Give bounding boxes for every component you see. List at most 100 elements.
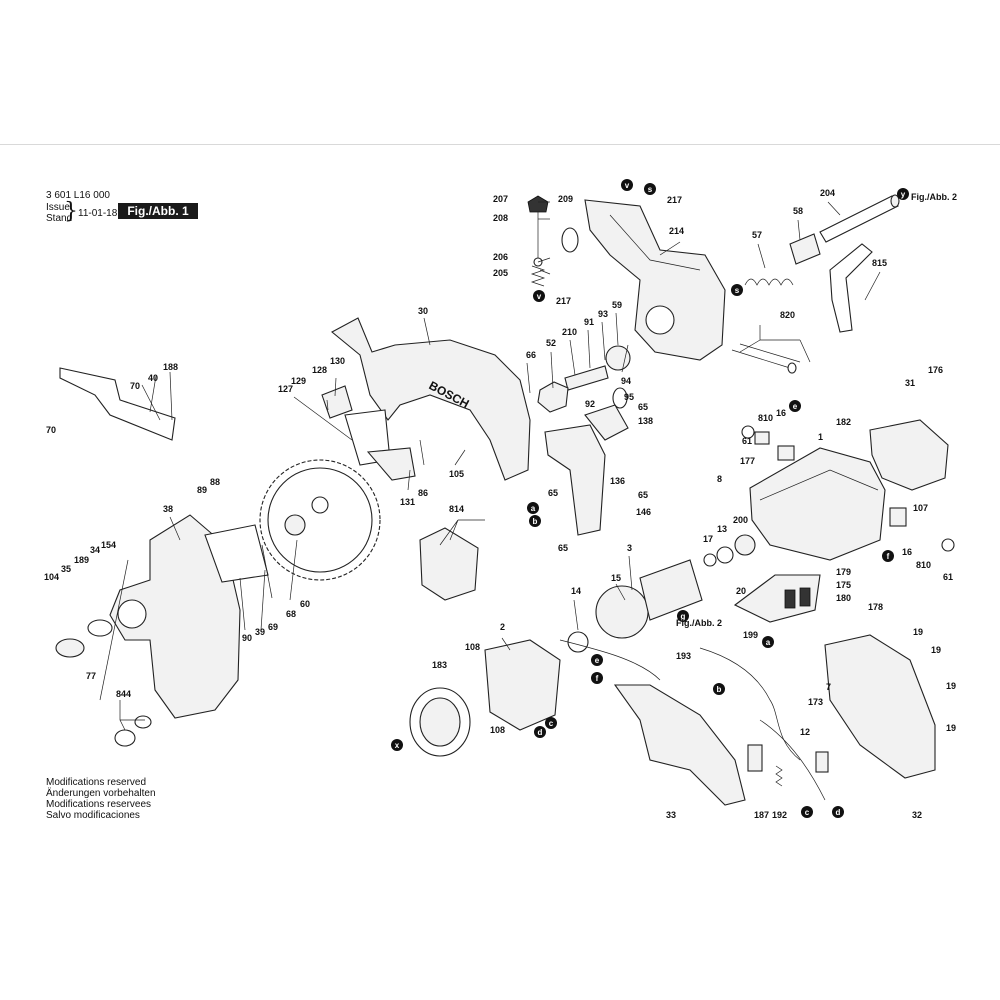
part-number-label: 154 — [101, 540, 116, 550]
marker-disc — [621, 179, 633, 191]
guard-hub — [117, 599, 147, 629]
switch-cover — [733, 574, 821, 623]
part-number-label: 90 — [242, 633, 252, 643]
part-number-label: 127 — [278, 384, 293, 394]
marker-letter: s — [648, 185, 653, 194]
blade-arbor — [311, 496, 329, 514]
part-number-label: 8 — [717, 474, 722, 484]
part-number-label: 180 — [836, 593, 851, 603]
housing-ring-inner — [419, 697, 461, 747]
circle-marker-icon: b — [713, 683, 725, 695]
part-number-label: 176 — [928, 365, 943, 375]
part-number-label: 810 — [916, 560, 931, 570]
part-number-label: 199 — [743, 630, 758, 640]
spring-205 — [530, 265, 546, 287]
bearing-14 — [567, 631, 589, 653]
part-number-label: 131 — [400, 497, 415, 507]
part-number-label: 19 — [946, 681, 956, 691]
part-number-label: 136 — [610, 476, 625, 486]
part-number-label: 108 — [490, 725, 505, 735]
part-number-label: 187 — [754, 810, 769, 820]
wire-run-b — [759, 719, 826, 801]
part-number-label: 179 — [836, 567, 851, 577]
marker-letter: e — [595, 656, 600, 665]
housing-bore — [645, 305, 675, 335]
part-number-label: 70 — [46, 425, 56, 435]
spindle-210 — [564, 365, 609, 391]
part-number-label: 52 — [546, 338, 556, 348]
part-number-label: 107 — [913, 503, 928, 513]
bracket-188 — [59, 367, 176, 441]
marker-letter: g — [681, 612, 686, 621]
marker-letter: f — [596, 674, 599, 683]
brace-glyph: } — [64, 199, 78, 224]
motor-fan — [595, 585, 649, 639]
issue-label: Issue — [46, 202, 70, 213]
marker-letter: v — [537, 292, 542, 301]
wire-run — [559, 639, 661, 681]
circle-marker-icon: d — [832, 806, 844, 818]
part-number-label: 204 — [820, 188, 835, 198]
part-number-label: 205 — [493, 268, 508, 278]
brush-810 — [754, 431, 770, 445]
part-number-label: 217 — [556, 296, 571, 306]
fig-ref-label: Fig./Abb. 2 — [676, 618, 722, 628]
marker-disc — [527, 502, 539, 514]
handle-136 — [544, 424, 606, 536]
gear-59 — [605, 345, 631, 371]
marker-disc — [644, 183, 656, 195]
circle-marker-icon: f — [882, 550, 894, 562]
part-number-label: 86 — [418, 488, 428, 498]
circle-marker-icon: y — [897, 188, 909, 200]
spring-192 — [775, 765, 783, 787]
marker-letter: c — [549, 719, 554, 728]
part-number-label: 105 — [449, 469, 464, 479]
part-number-label: 13 — [717, 524, 727, 534]
circle-marker-icon: x — [391, 739, 403, 751]
handle-top-138 — [584, 404, 629, 441]
marker-letter: a — [766, 638, 771, 647]
part-number-label: 188 — [163, 362, 178, 372]
part-number-label: 208 — [493, 213, 508, 223]
switch-rocker — [784, 589, 796, 609]
part-number-label: 66 — [526, 350, 536, 360]
end-cap — [869, 419, 949, 491]
part-number-label: 104 — [44, 572, 59, 582]
marker-disc — [534, 726, 546, 738]
marker-letter: a — [531, 504, 536, 513]
marker-letter: b — [533, 517, 538, 526]
part-number-label: 19 — [931, 645, 941, 655]
motor-housing — [749, 447, 886, 561]
marker-disc — [762, 636, 774, 648]
bushing — [789, 233, 821, 265]
circle-marker-icon: d — [534, 726, 546, 738]
knob-207 — [527, 195, 549, 213]
part-number-label: 14 — [571, 586, 581, 596]
part-number-label: 177 — [740, 456, 755, 466]
circle-marker-icon: e — [591, 654, 603, 666]
lever — [829, 243, 873, 333]
switch-box — [419, 527, 479, 601]
part-number-label: 810 — [758, 413, 773, 423]
part-number-label: 16 — [902, 547, 912, 557]
bearing-200 — [734, 534, 756, 556]
part-number-label: 65 — [638, 402, 648, 412]
part-number-label: 214 — [669, 226, 684, 236]
marker-disc — [591, 654, 603, 666]
shaft-end — [890, 194, 900, 208]
spring-57 — [744, 278, 794, 286]
circle-marker-icon: e — [789, 400, 801, 412]
part-number-label: 59 — [612, 300, 622, 310]
guard-clip — [366, 447, 416, 481]
part-number-label: 200 — [733, 515, 748, 525]
part-number-label: 32 — [912, 810, 922, 820]
marker-disc — [832, 806, 844, 818]
marker-disc — [545, 717, 557, 729]
part-number-label: 130 — [330, 356, 345, 366]
doc-number: 3 601 L16 000 — [46, 190, 110, 201]
flange-52 — [537, 381, 569, 413]
part-number-label: 207 — [493, 194, 508, 204]
part-number-label: 20 — [736, 586, 746, 596]
part-number-label: 69 — [268, 622, 278, 632]
